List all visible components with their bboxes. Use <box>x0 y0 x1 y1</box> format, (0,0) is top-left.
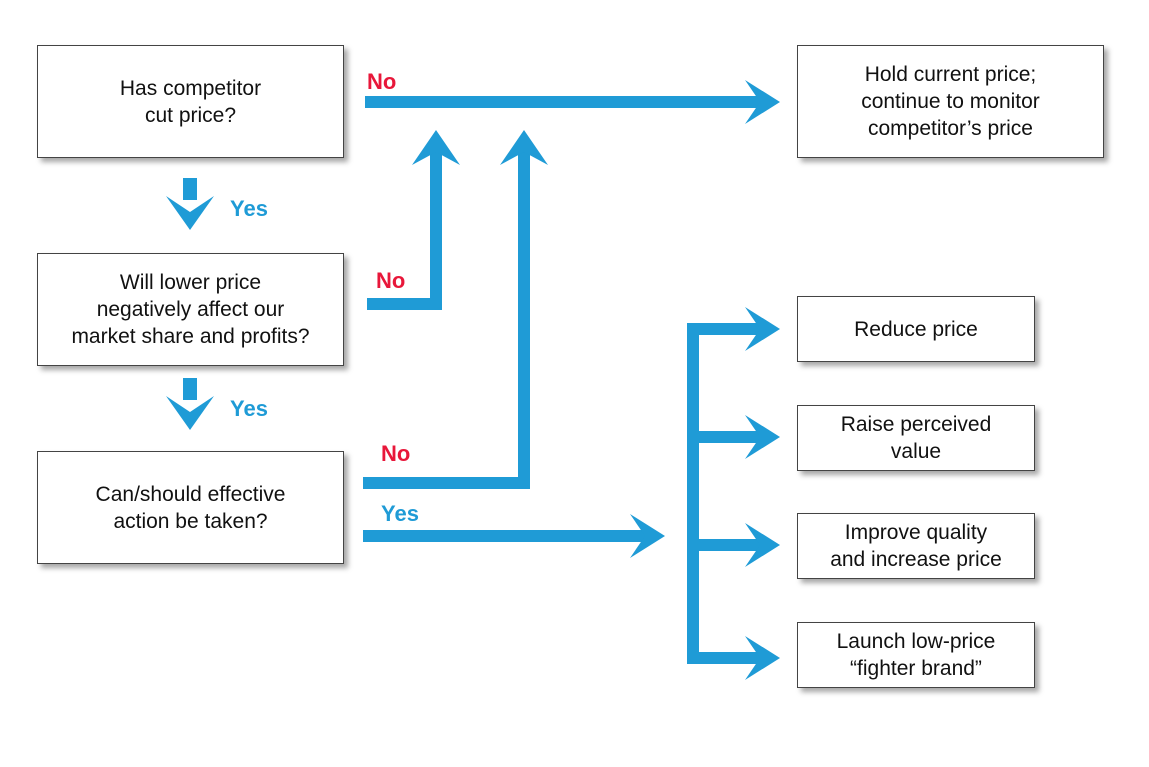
branch-1-head <box>745 307 780 351</box>
label-no-1: No <box>367 69 397 94</box>
label-yes-3: Yes <box>381 501 419 526</box>
arrow-no-to-hold-head <box>745 80 780 124</box>
branch-4-head <box>745 636 780 680</box>
arrow-yes-2-head <box>166 396 214 430</box>
outcome-improve-quality: Improve quality and increase price <box>797 513 1035 579</box>
branch-3-head <box>745 523 780 567</box>
arrow-yes-2-shaft <box>183 378 197 400</box>
arrow-yes-3-shaft <box>363 530 648 542</box>
decision-lower-price-effect: Will lower price negatively affect our m… <box>37 253 344 366</box>
outcome-hold-current-price: Hold current price; continue to monitor … <box>797 45 1104 158</box>
decision-competitor-cut-price: Has competitor cut price? <box>37 45 344 158</box>
arrow-yes-1-shaft <box>183 178 197 200</box>
branch-1-shaft <box>687 323 762 335</box>
arrow-no-3-head <box>500 130 548 165</box>
label-no-3: No <box>381 441 411 466</box>
branch-2-head <box>745 415 780 459</box>
label-no-2: No <box>376 268 406 293</box>
arrow-no-2-head <box>412 130 460 165</box>
arrow-yes-1-head <box>166 196 214 230</box>
arrow-no-to-hold-shaft <box>365 96 760 108</box>
label-yes-2: Yes <box>230 396 268 421</box>
outcome-raise-perceived-value: Raise perceived value <box>797 405 1035 471</box>
arrow-no-2-vertical <box>430 150 442 310</box>
arrow-no-3-horizontal <box>363 477 530 489</box>
outcome-fighter-brand: Launch low-price “fighter brand” <box>797 622 1035 688</box>
branch-3-shaft <box>687 539 762 551</box>
arrow-no-3-vertical <box>518 150 530 489</box>
branch-4-shaft <box>687 652 762 664</box>
arrow-no-2-horizontal <box>367 298 442 310</box>
branch-spine <box>687 323 699 664</box>
arrow-yes-3-head <box>630 514 665 558</box>
decision-effective-action: Can/should effective action be taken? <box>37 451 344 564</box>
branch-2-shaft <box>687 431 762 443</box>
outcome-reduce-price: Reduce price <box>797 296 1035 362</box>
label-yes-1: Yes <box>230 196 268 221</box>
